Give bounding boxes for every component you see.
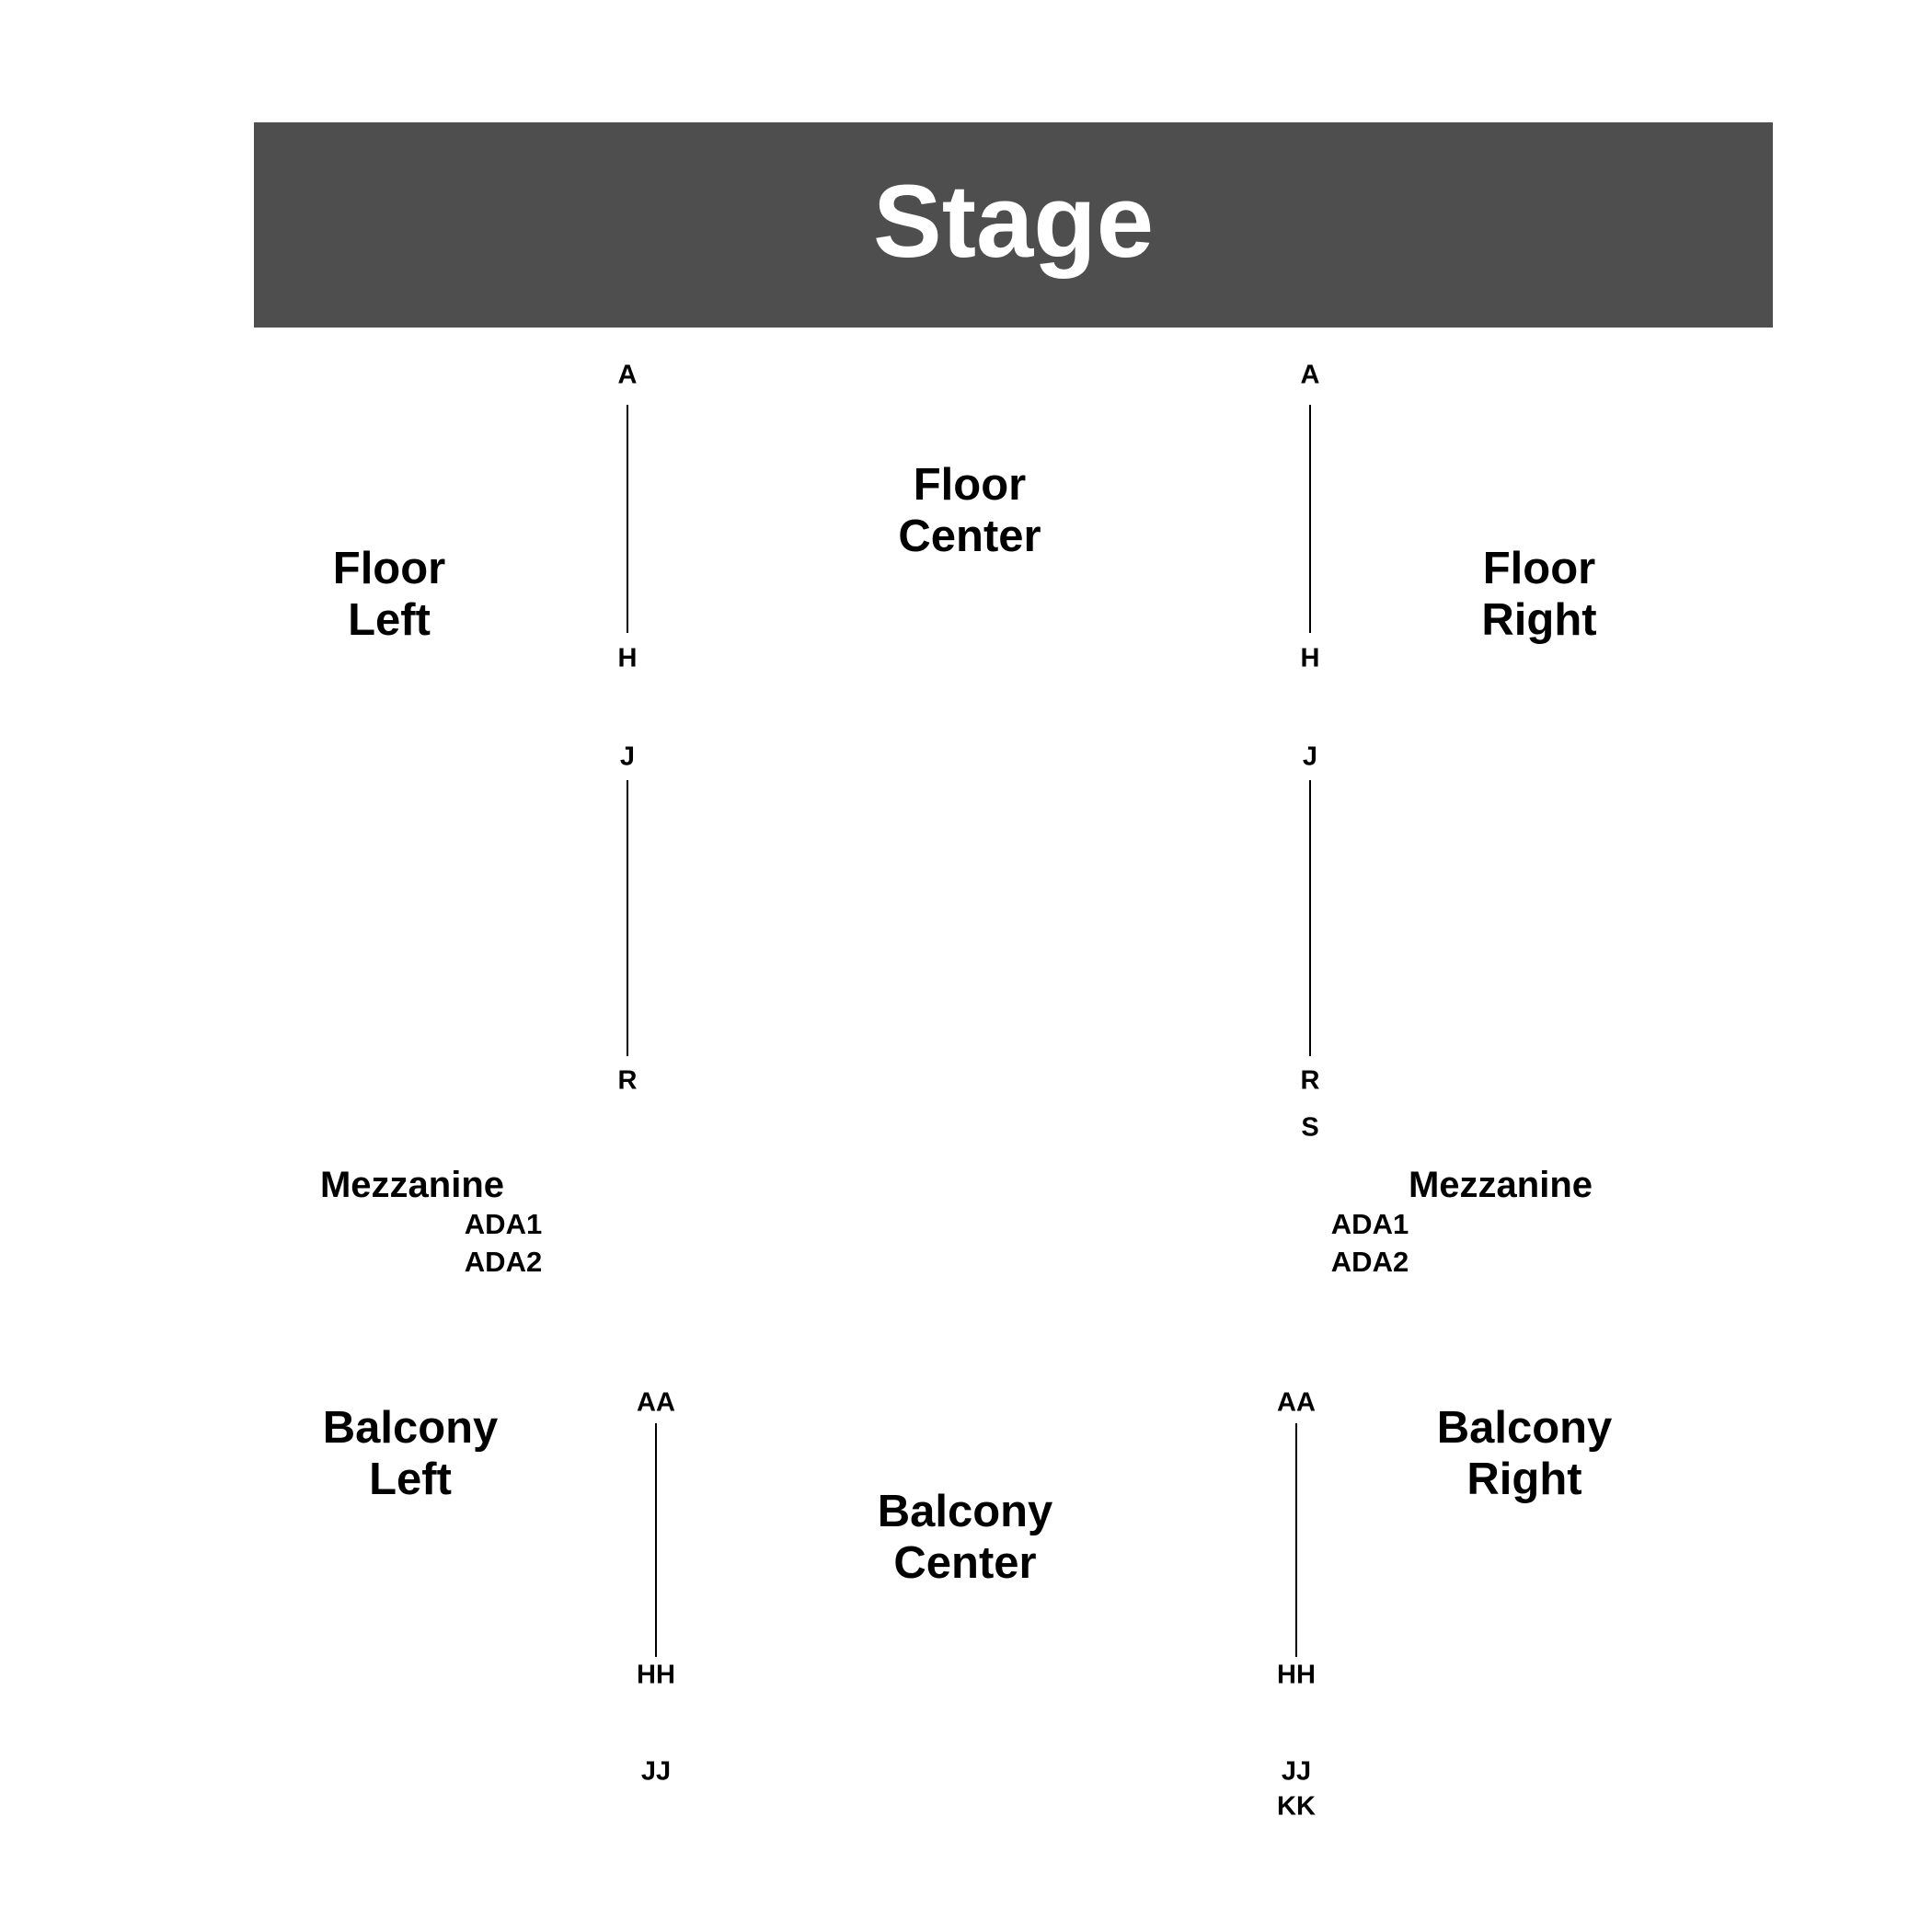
mezzanine-left-ada2[interactable]: ADA2: [464, 1246, 543, 1278]
section-balcony-center-line2: Center: [893, 1538, 1037, 1588]
aisle-line-balcony-right: [1295, 1423, 1297, 1657]
aisle-line-floor-right-upper: [1309, 405, 1311, 633]
mezzanine-left-ada1[interactable]: ADA1: [464, 1208, 543, 1240]
section-floor-center-line2: Center: [898, 512, 1041, 561]
section-floor-right[interactable]: Floor Right: [1481, 543, 1596, 646]
section-balcony-right[interactable]: Balcony Right: [1437, 1402, 1613, 1505]
section-floor-right-line1: Floor: [1482, 544, 1596, 593]
row-label-balcony-right-last: JJ: [1281, 1756, 1312, 1787]
aisle-line-floor-right-lower: [1309, 780, 1311, 1056]
section-balcony-right-line2: Right: [1466, 1455, 1582, 1504]
stage: Stage: [254, 122, 1773, 328]
mezzanine-right-ada1[interactable]: ADA1: [1330, 1208, 1409, 1240]
row-label-floor-left-last: R: [617, 1065, 638, 1096]
row-label-floor-right-last: R: [1300, 1065, 1320, 1096]
section-balcony-center[interactable]: Balcony Center: [878, 1486, 1053, 1589]
section-balcony-right-line1: Balcony: [1436, 1403, 1613, 1453]
section-balcony-left-line1: Balcony: [322, 1403, 499, 1453]
row-label-balcony-right-extra: KK: [1277, 1791, 1316, 1822]
section-floor-left-line1: Floor: [332, 544, 446, 593]
row-label-floor-right-extra: S: [1301, 1112, 1319, 1143]
section-balcony-left-line2: Left: [369, 1455, 452, 1504]
section-floor-left-line2: Left: [348, 595, 431, 645]
row-label-balcony-right-first: AA: [1277, 1387, 1316, 1418]
aisle-line-floor-left-upper: [627, 405, 628, 633]
section-mezzanine-right[interactable]: Mezzanine: [1408, 1165, 1593, 1205]
row-label-floor-right-mid-end: H: [1300, 643, 1320, 673]
row-label-floor-right-mid-start: J: [1302, 742, 1318, 772]
section-balcony-left[interactable]: Balcony Left: [323, 1402, 499, 1505]
section-floor-left[interactable]: Floor Left: [333, 543, 445, 646]
row-label-floor-left-mid-end: H: [617, 643, 638, 673]
section-mezzanine-left[interactable]: Mezzanine: [319, 1165, 505, 1205]
aisle-line-floor-left-lower: [627, 780, 628, 1056]
row-label-balcony-left-first: AA: [637, 1387, 675, 1418]
row-label-floor-left-first: A: [617, 360, 638, 390]
row-label-balcony-left-last: JJ: [640, 1756, 672, 1787]
row-label-floor-left-mid-start: J: [619, 742, 636, 772]
mezzanine-right-ada2[interactable]: ADA2: [1330, 1246, 1409, 1278]
stage-label: Stage: [873, 163, 1154, 279]
aisle-line-balcony-left: [655, 1423, 657, 1657]
row-label-balcony-left-range-end: HH: [637, 1660, 675, 1690]
section-floor-center-line1: Floor: [913, 460, 1027, 510]
row-label-floor-right-first: A: [1300, 360, 1320, 390]
section-floor-center[interactable]: Floor Center: [898, 459, 1041, 562]
section-balcony-center-line1: Balcony: [877, 1487, 1053, 1536]
row-label-balcony-right-range-end: HH: [1277, 1660, 1316, 1690]
section-floor-right-line2: Right: [1481, 595, 1597, 645]
